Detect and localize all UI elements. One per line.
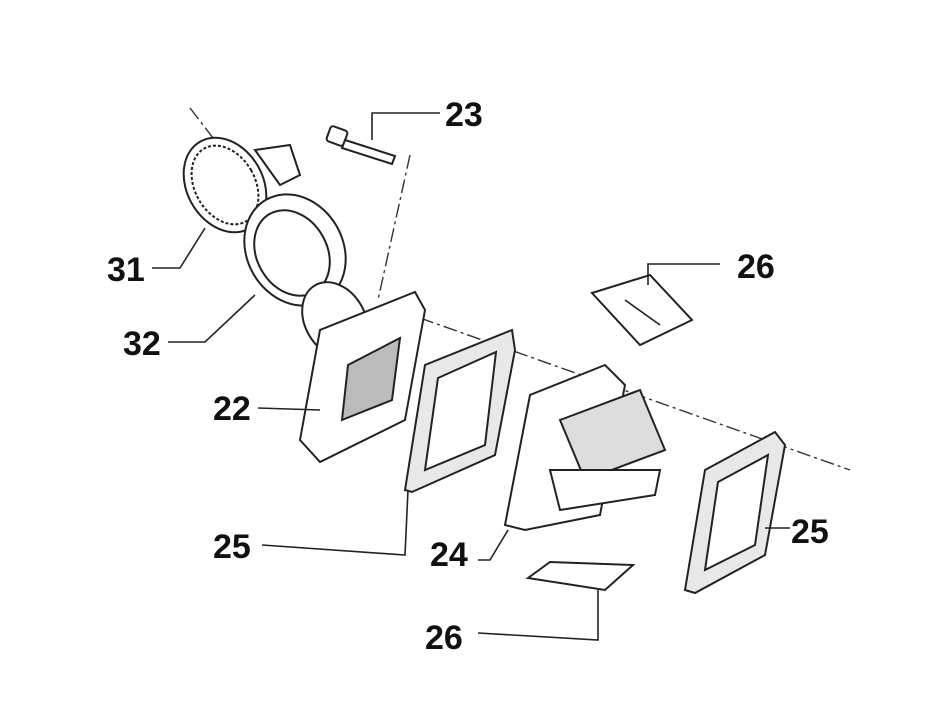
bolt-axis <box>377 154 411 301</box>
part-26-top-reed-petal <box>590 273 694 347</box>
leader-26-top <box>647 263 720 285</box>
leader-31 <box>152 227 206 269</box>
part-24-reed-block <box>503 363 667 532</box>
part-32-rubber-ring <box>243 193 347 307</box>
part-26-bottom-reed-petal <box>525 560 636 592</box>
leader-26-bottom <box>477 590 599 641</box>
label-25-left: 25 <box>213 528 251 566</box>
leader-22 <box>257 407 321 411</box>
part-25-left-gasket <box>403 328 517 494</box>
label-23: 23 <box>445 96 483 134</box>
label-24: 24 <box>430 536 468 574</box>
label-25-right: 25 <box>791 513 829 551</box>
part-25-right-gasket <box>683 430 787 595</box>
leader-32 <box>168 294 256 343</box>
part-23-bolt <box>325 125 397 166</box>
part-31-hose-clamp <box>182 136 302 234</box>
label-26-bottom: 26 <box>425 619 463 657</box>
leader-24 <box>478 529 509 561</box>
label-26-top: 26 <box>737 248 775 286</box>
label-31: 31 <box>107 251 145 289</box>
leader-23 <box>371 112 440 140</box>
label-32: 32 <box>123 325 161 363</box>
part-22-intake-manifold <box>298 281 427 464</box>
leader-25-left <box>261 489 409 556</box>
label-22: 22 <box>213 390 251 428</box>
